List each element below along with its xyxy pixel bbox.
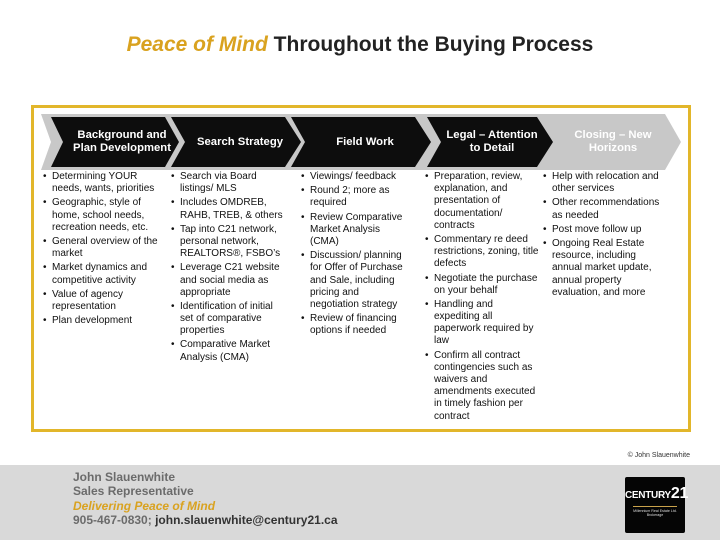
chevron-band-graphic	[41, 114, 681, 170]
contact-block: John Slauenwhite Sales Representative De…	[73, 470, 338, 528]
agent-tagline: Delivering Peace of Mind	[73, 498, 216, 513]
stage-label-background: Background and Plan Development	[73, 129, 171, 154]
logo-brand-number: 21	[670, 485, 689, 502]
list-item: Help with relocation and other services	[543, 171, 661, 195]
copyright-notice: © John Slauenwhite	[627, 452, 690, 459]
list-item: General overview of the market	[43, 236, 165, 260]
stage-column-closing: Help with relocation and other services …	[543, 171, 661, 301]
list-item: Determining YOUR needs, wants, prioritie…	[43, 171, 165, 195]
page-title: Peace of Mind Throughout the Buying Proc…	[0, 33, 720, 57]
logo-wordmark: CENTURY21	[625, 485, 689, 503]
stage-label-field-work: Field Work	[336, 135, 394, 148]
list-item: Value of agency representation	[43, 289, 165, 313]
list-item: Tap into C21 network, personal network, …	[171, 224, 285, 261]
list-item: Plan development	[43, 315, 165, 327]
chevron-stage-1	[51, 117, 179, 167]
list-item: Confirm all contract contingencies such …	[425, 350, 541, 423]
century21-logo-icon: CENTURY21 Millennium Real Estate Ltd. Br…	[625, 477, 689, 533]
contact-line: 905-467-0830; john.slauenwhite@century21…	[73, 513, 338, 527]
chevron-stage-3	[291, 117, 431, 167]
list-item: Market dynamics and competitive activity	[43, 262, 165, 286]
list-item: Negotiate the purchase on your behalf	[425, 273, 541, 297]
list-item: Viewings/ feedback	[301, 171, 409, 183]
list-item: Search via Board listings/ MLS	[171, 171, 285, 195]
logo-divider	[633, 506, 677, 507]
list-item: Review of financing options if needed	[301, 313, 409, 337]
chevron-stage-2	[171, 117, 301, 167]
list-item: Includes OMDREB, RAHB, TREB, & others	[171, 197, 285, 221]
stage-label-closing: Closing – New Horizons	[574, 129, 652, 154]
chevron-stage-4	[427, 117, 553, 167]
list-item: Discussion/ planning for Offer of Purcha…	[301, 250, 409, 311]
stage-label-legal: Legal – Attention to Detail	[446, 129, 538, 154]
process-chevron-band	[41, 114, 681, 170]
stage-column-search: Search via Board listings/ MLS Includes …	[171, 171, 285, 366]
stage-column-legal: Preparation, review, explanation, and pr…	[425, 171, 541, 425]
agent-role: Sales Representative	[73, 484, 194, 499]
stage-column-background: Determining YOUR needs, wants, prioritie…	[43, 171, 165, 329]
list-item: Ongoing Real Estate resource, including …	[543, 238, 661, 299]
logo-brand-prefix: CENTURY	[625, 490, 671, 501]
list-item: Leverage C21 website and social media as…	[171, 262, 285, 299]
stage-label-search: Search Strategy	[196, 135, 284, 148]
list-item: Other recommendations as needed	[543, 197, 661, 221]
list-item: Review Comparative Market Analysis (CMA)	[301, 212, 409, 249]
agent-name: John Slauenwhite	[73, 470, 176, 484]
footer-bar	[0, 465, 720, 540]
list-item: Handling and expediting all paperwork re…	[425, 299, 541, 348]
list-item: Preparation, review, explanation, and pr…	[425, 171, 541, 232]
list-item: Post move follow up	[543, 224, 661, 236]
list-item: Identification of initial set of compara…	[171, 301, 285, 338]
list-item: Round 2; more as required	[301, 185, 409, 209]
title-accent: Peace of Mind	[126, 33, 268, 56]
stage-column-field-work: Viewings/ feedback Round 2; more as requ…	[301, 171, 409, 339]
agent-email[interactable]: john.slauenwhite@century21.ca	[155, 513, 338, 528]
list-item: Comparative Market Analysis (CMA)	[171, 339, 285, 363]
logo-subtitle: Millennium Real Estate Ltd. Brokerage	[633, 509, 677, 518]
title-rest: Throughout the Buying Process	[273, 33, 594, 56]
list-item: Geographic, style of home, school needs,…	[43, 197, 165, 234]
list-item: Commentary re deed restrictions, zoning,…	[425, 234, 541, 271]
agent-phone[interactable]: 905-467-0830;	[73, 513, 152, 528]
